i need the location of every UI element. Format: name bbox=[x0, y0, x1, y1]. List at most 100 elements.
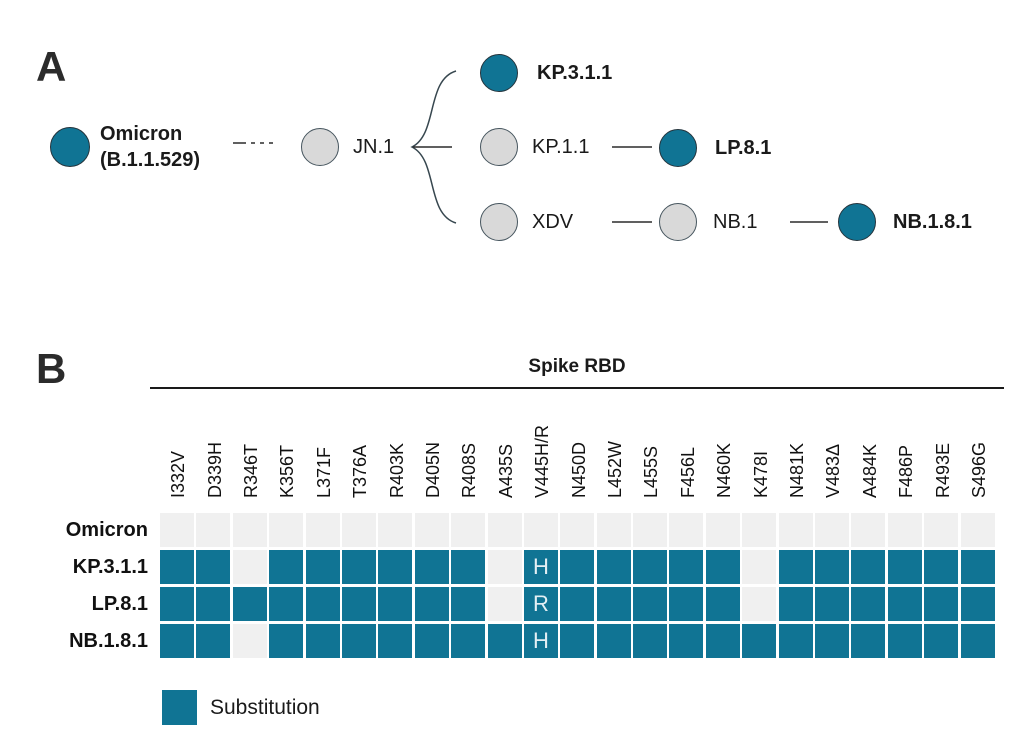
grid-cell-KP311-S496G bbox=[960, 550, 995, 584]
column-label-R493E: R493E bbox=[932, 442, 953, 498]
grid-cell-Omicron-K356T bbox=[269, 513, 304, 547]
grid-cell-Omicron-K478I bbox=[742, 513, 777, 547]
column-label-L452W: L452W bbox=[605, 440, 625, 498]
grid-cell-NB181-A484K bbox=[851, 624, 886, 658]
node-lp81-circle bbox=[659, 129, 697, 167]
grid-cell-LP81-L455S bbox=[633, 587, 668, 621]
grid-cell-NB181-F486P bbox=[887, 624, 922, 658]
grid-cell-LP81-I332V bbox=[160, 587, 194, 621]
column-label-S496G: S496G bbox=[969, 441, 989, 498]
grid-cell-LP81-N450D bbox=[560, 587, 595, 621]
grid-cell-NB181-A435S bbox=[487, 624, 522, 658]
node-nb1-label: NB.1 bbox=[713, 211, 758, 233]
column-label-N481K: N481K bbox=[787, 442, 807, 498]
spike-rbd-rule bbox=[150, 387, 1004, 389]
node-jn1-label: JN.1 bbox=[353, 136, 395, 158]
grid-cell-KP311-D405N bbox=[414, 550, 449, 584]
node-nb1-circle bbox=[659, 203, 697, 241]
column-label-R346T: R346T bbox=[241, 443, 261, 498]
grid-cell-Omicron-D405N bbox=[414, 513, 449, 547]
grid-cell-LP81-L371F bbox=[305, 587, 340, 621]
grid-cell-NB181-R346T bbox=[232, 624, 267, 658]
grid-cell-KP311-K356T bbox=[269, 550, 304, 584]
grid-cell-NB181-F456L bbox=[669, 624, 704, 658]
grid-cell-NB181-V483 bbox=[815, 624, 850, 658]
grid-cell-NB181-R408S bbox=[451, 624, 486, 658]
grid-cell-Omicron-F456L bbox=[669, 513, 704, 547]
grid-cell-LP81-R493E bbox=[924, 587, 959, 621]
grid-cell-KP311-L455S bbox=[633, 550, 668, 584]
grid-cell-KP311-N481K bbox=[778, 550, 813, 584]
grid-cell-NB181-D339H bbox=[196, 624, 231, 658]
column-label-F456L: F456L bbox=[677, 446, 698, 498]
grid-cell-NB181-K356T bbox=[269, 624, 304, 658]
column-label-T376A: T376A bbox=[350, 444, 371, 498]
grid-cell-NB181-L455S bbox=[633, 624, 668, 658]
grid-cell-Omicron-D339H bbox=[196, 513, 231, 547]
node-kp11-label: KP.1.1 bbox=[532, 136, 590, 158]
grid-cell-LP81-A435S bbox=[487, 587, 522, 621]
grid-cell-LP81-V483 bbox=[815, 587, 850, 621]
node-nb181-label: NB.1.8.1 bbox=[893, 211, 972, 233]
grid-cell-KP311-L371F bbox=[305, 550, 340, 584]
row-label-NB181: NB.1.8.1 bbox=[69, 630, 148, 652]
grid-cell-NB181-N481K bbox=[778, 624, 813, 658]
grid-cell-KP311-T376A bbox=[341, 550, 376, 584]
column-label-A484K: A484K bbox=[859, 443, 880, 498]
grid-cell-KP311-K478I bbox=[742, 550, 777, 584]
column-label-K478I: K478I bbox=[750, 450, 771, 498]
node-omicron-circle bbox=[50, 127, 90, 167]
node-lp81-label: LP.8.1 bbox=[715, 137, 772, 159]
column-label-N450D: N450D bbox=[568, 441, 589, 498]
grid-cell-KP311-F486P bbox=[887, 550, 922, 584]
panel-b-label: B bbox=[36, 345, 67, 392]
row-label-KP311: KP.3.1.1 bbox=[72, 556, 148, 578]
grid-cell-LP81-L452W bbox=[596, 587, 631, 621]
node-omicron-label-line1: Omicron bbox=[100, 123, 183, 145]
column-label-D405N: D405N bbox=[423, 441, 443, 498]
grid-cell-Omicron-L371F bbox=[305, 513, 340, 547]
grid-cell-Omicron-N460K bbox=[705, 513, 740, 547]
panel-a-label: A bbox=[36, 43, 67, 90]
lineage-connector-lines bbox=[233, 70, 828, 224]
grid-cell-KP311-I332V bbox=[160, 550, 194, 584]
column-label-N460K: N460K bbox=[714, 442, 735, 498]
grid-cell-KP311-N450D bbox=[560, 550, 595, 584]
node-kp311-label: KP.3.1.1 bbox=[537, 62, 613, 84]
grid-cell-LP81-K356T bbox=[269, 587, 304, 621]
node-omicron-label: Omicron (B.1.1.529) bbox=[100, 121, 200, 173]
node-kp311-circle bbox=[480, 54, 518, 92]
grid-cell-LP81-A484K bbox=[851, 587, 886, 621]
grid-cell-KP311-V483 bbox=[815, 550, 850, 584]
grid-cell-LP81-R408S bbox=[451, 587, 486, 621]
grid-cell-KP311-R493E bbox=[924, 550, 959, 584]
column-label-I332V: I332V bbox=[168, 450, 189, 498]
grid-cell-NB181-L371F bbox=[305, 624, 340, 658]
node-nb181-circle bbox=[838, 203, 876, 241]
column-label-D339H: D339H bbox=[204, 441, 225, 498]
grid-cell-KP311-F456L bbox=[669, 550, 704, 584]
grid-cell-Omicron-L452W bbox=[596, 513, 631, 547]
grid-cell-KP311-R408S bbox=[451, 550, 486, 584]
legend-substitution-swatch bbox=[162, 690, 197, 725]
grid-cell-Omicron-R346T bbox=[232, 513, 267, 547]
grid-cell-Omicron-A435S bbox=[487, 513, 522, 547]
grid-cell-Omicron-T376A bbox=[341, 513, 376, 547]
grid-cell-Omicron-N481K bbox=[778, 513, 813, 547]
grid-cell-NB181-L452W bbox=[596, 624, 631, 658]
grid-cell-LP81-R403K bbox=[378, 587, 413, 621]
column-label-R403K: R403K bbox=[386, 442, 407, 498]
grid-cell-LP81-N481K bbox=[778, 587, 813, 621]
column-label-K356T: K356T bbox=[277, 444, 298, 498]
grid-cell-Omicron-N450D bbox=[560, 513, 595, 547]
grid-cell-Omicron-V445HR bbox=[523, 513, 558, 547]
grid-cell-Omicron-I332V bbox=[160, 513, 194, 547]
grid-cell-LP81-F456L bbox=[669, 587, 704, 621]
grid-cell-KP311-V445HR: H bbox=[523, 550, 558, 584]
grid-cell-NB181-D405N bbox=[414, 624, 449, 658]
column-label-A435S: A435S bbox=[495, 443, 516, 498]
grid-cell-LP81-K478I bbox=[742, 587, 777, 621]
grid-cell-LP81-S496G bbox=[960, 587, 995, 621]
